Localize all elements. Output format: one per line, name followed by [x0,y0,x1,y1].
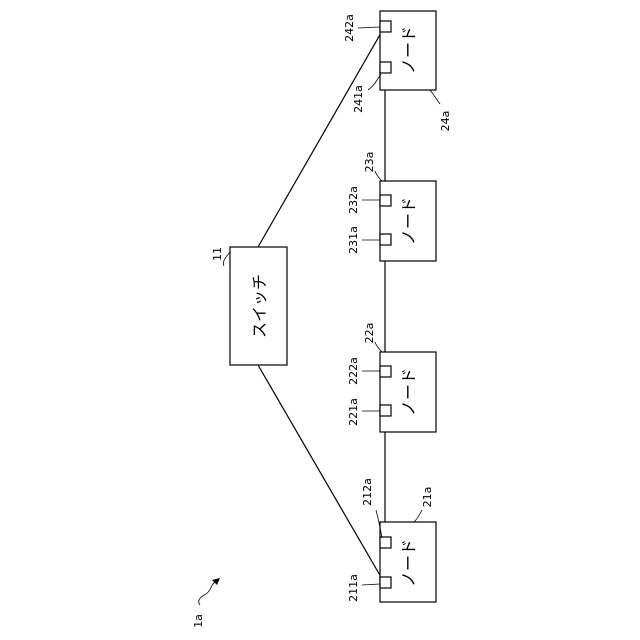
port-222a [380,366,391,377]
node-24a-label: ノード [399,26,418,74]
port-232a-ref: 232a [347,186,360,214]
link-switch-to-node-21a [258,365,385,584]
node-21a-ref: 21a [421,487,434,508]
port-242a [380,21,391,32]
node-22a-leader [375,342,382,352]
node-24a-leader [430,90,440,104]
port-211a-leader [362,584,380,585]
port-222a-ref: 222a [347,357,360,385]
port-232a [380,195,391,206]
link-switch-to-node-24a [258,26,385,247]
port-212a [380,537,391,548]
port-211a-ref: 211a [347,574,360,602]
port-241a-leader [368,74,381,90]
switch-label: スイッチ [250,274,269,338]
port-231a-ref: 231a [347,226,360,254]
port-221a [380,405,391,416]
node-23a-ref: 23a [363,152,376,173]
node-23a-leader [375,171,382,181]
node-24a-ref: 24a [439,111,452,132]
switch: スイッチ 11 [211,247,287,365]
port-212a-ref: 212a [361,478,374,506]
node-23a-label: ノード [399,197,418,245]
node-22a: ノード 22a 222a 221a [347,323,436,432]
figure-arrow-curve [199,580,218,605]
port-231a [380,234,391,245]
port-211a [380,577,391,588]
node-22a-ref: 22a [363,323,376,344]
figure-label: 1a [192,614,205,628]
node-21a-leader [414,510,422,522]
switch-ref-leader [223,252,230,266]
node-21a-label: ノード [399,539,418,587]
figure-reference: 1a [192,578,220,628]
node-21a: ノード 21a 212a 211a [347,478,436,602]
port-241a [380,62,391,73]
switch-ref-label: 11 [211,247,224,261]
port-242a-ref: 242a [343,14,356,42]
node-23a: ノード 23a 232a 231a [347,152,436,261]
node-22a-label: ノード [399,368,418,416]
port-241a-ref: 241a [352,85,365,113]
port-221a-ref: 221a [347,398,360,426]
port-242a-leader [358,27,380,28]
